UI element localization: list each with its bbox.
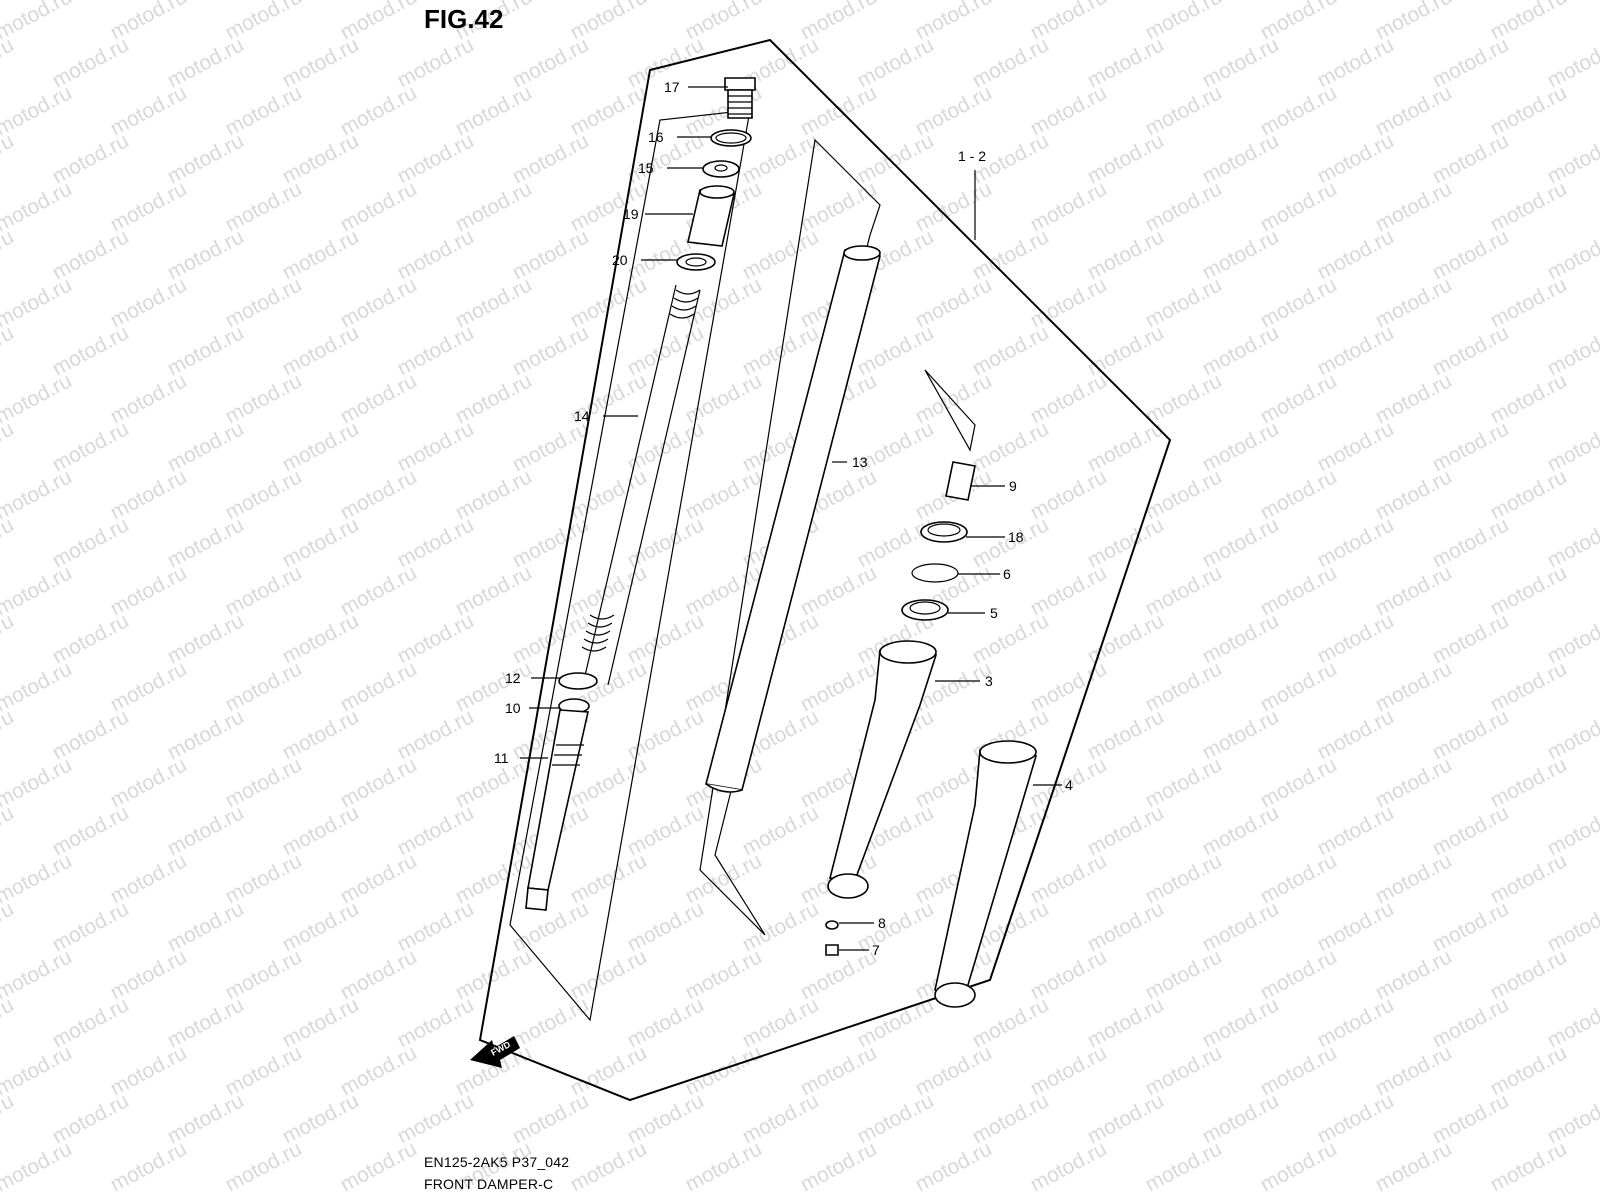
- watermark-text: motod.ru: [0, 609, 18, 668]
- watermark-text: motod.ru: [0, 897, 18, 956]
- inner-tube-part: [705, 245, 881, 793]
- callout-7: 7: [872, 942, 880, 958]
- watermark-text: motod.ru: [0, 465, 76, 524]
- spacer-part: [687, 185, 735, 247]
- watermark-text: motod.ru: [1544, 1089, 1600, 1148]
- watermark-text: motod.ru: [0, 945, 76, 1004]
- dust-seal-part: [920, 521, 968, 543]
- figure-title: FIG.42: [424, 4, 504, 34]
- callout-6: 6: [1003, 566, 1011, 582]
- callout-1-2: 1 - 2: [958, 148, 986, 164]
- callout-4: 4: [1065, 777, 1073, 793]
- spring-seat-part: [676, 253, 716, 271]
- watermark-text: motod.ru: [1027, 1137, 1111, 1196]
- watermark-text: motod.ru: [0, 1089, 18, 1148]
- callout-12: 12: [505, 670, 521, 686]
- watermark-text: motod.ru: [1544, 129, 1600, 188]
- callout-15: 15: [638, 160, 654, 176]
- fork-spring-part: [581, 284, 701, 686]
- watermark-text: motod.ru: [0, 321, 18, 380]
- callout-labels: 17 16 15 19 20 14 12 10 11 13 1 - 2 9 18…: [494, 79, 1073, 958]
- stopper-ring-part: [558, 672, 598, 690]
- watermark-text: motod.ru: [1372, 1137, 1456, 1196]
- watermark-text: motod.ru: [1142, 1137, 1226, 1196]
- watermark-text: motod.ru: [0, 705, 18, 764]
- watermark-text: motod.ru: [797, 1137, 881, 1196]
- outer-tube-group-frame: [924, 369, 976, 452]
- watermark-text: motod.ru: [0, 417, 18, 476]
- retaining-clip-part: [911, 563, 959, 583]
- watermark-text: motod.ru: [1544, 705, 1600, 764]
- damper-group-frame: [509, 109, 751, 1022]
- callout-9: 9: [1009, 478, 1017, 494]
- callout-13: 13: [852, 454, 868, 470]
- watermark-text: motod.ru: [682, 1137, 766, 1196]
- callout-20: 20: [612, 252, 628, 268]
- washer-part: [702, 160, 740, 178]
- inner-tube-group-frame: [699, 138, 881, 936]
- watermark-text: motod.ru: [1544, 993, 1600, 1052]
- watermark-text: motod.ru: [0, 849, 76, 908]
- watermark-text: motod.ru: [0, 225, 18, 284]
- watermark-text: motod.ru: [0, 1041, 76, 1100]
- drain-bolt-part: [825, 944, 839, 956]
- watermark-text: motod.ru: [1544, 321, 1600, 380]
- watermark-text: motod.ru: [0, 177, 76, 236]
- watermark-text: motod.ru: [0, 369, 76, 428]
- watermark-text: motod.ru: [0, 753, 76, 812]
- callout-16: 16: [648, 129, 664, 145]
- caption-code: EN125-2AK5 P37_042: [424, 1154, 570, 1170]
- watermark-text: motod.ru: [222, 1137, 306, 1196]
- watermark-text: motod.ru: [1544, 225, 1600, 284]
- watermark-text: motod.ru: [0, 273, 76, 332]
- damper-rod-part: [525, 709, 589, 911]
- watermark-text: motod.ru: [1257, 1137, 1341, 1196]
- dust-cap-part: [945, 461, 976, 501]
- watermark-text: motod.ru: [0, 561, 76, 620]
- watermark-text: motod.ru: [0, 513, 18, 572]
- watermark-text: motod.ru: [912, 1137, 996, 1196]
- outer-tube-left-part: [827, 640, 938, 899]
- watermark-text: motod.ru: [1487, 1137, 1571, 1196]
- outer-tube-right-part: [934, 740, 1038, 1008]
- callout-11: 11: [494, 750, 509, 766]
- watermark-text: motod.ru: [0, 81, 76, 140]
- watermark-text: motod.ru: [1544, 33, 1600, 92]
- watermark-text: motod.ru: [0, 33, 18, 92]
- watermark-text: motod.ru: [0, 0, 76, 44]
- watermark-text: motod.ru: [0, 1137, 76, 1196]
- callout-3: 3: [985, 673, 993, 689]
- callout-5: 5: [990, 605, 998, 621]
- watermark-text: motod.ru: [0, 993, 18, 1052]
- callout-18: 18: [1008, 529, 1024, 545]
- leader-lines: [520, 86, 1062, 951]
- watermark-text: motod.ru: [0, 129, 18, 188]
- watermark-text: motod.ru: [1544, 417, 1600, 476]
- watermark-text: motod.ru: [0, 657, 76, 716]
- watermark-text: motod.ru: [0, 801, 18, 860]
- callout-17: 17: [664, 79, 680, 95]
- watermark-text: motod.ru: [1544, 897, 1600, 956]
- watermark-text: motod.ru: [107, 1137, 191, 1196]
- assembly-frame: [478, 38, 1172, 1102]
- callout-19: 19: [623, 206, 639, 222]
- callout-10: 10: [505, 700, 521, 716]
- gasket-part: [825, 920, 839, 930]
- callout-8: 8: [878, 915, 886, 931]
- callout-14: 14: [574, 408, 590, 424]
- watermark-text: motod.ru: [1544, 801, 1600, 860]
- watermark-text: motod.ru: [1544, 609, 1600, 668]
- cap-bolt-part: [724, 77, 756, 119]
- watermark-text: motod.ru: [1544, 513, 1600, 572]
- watermark-text: motod.ru: [567, 1137, 651, 1196]
- watermark-text: motod.ru: [337, 1137, 421, 1196]
- caption-name: FRONT DAMPER-C: [424, 1176, 554, 1192]
- oil-seal-part: [901, 599, 949, 621]
